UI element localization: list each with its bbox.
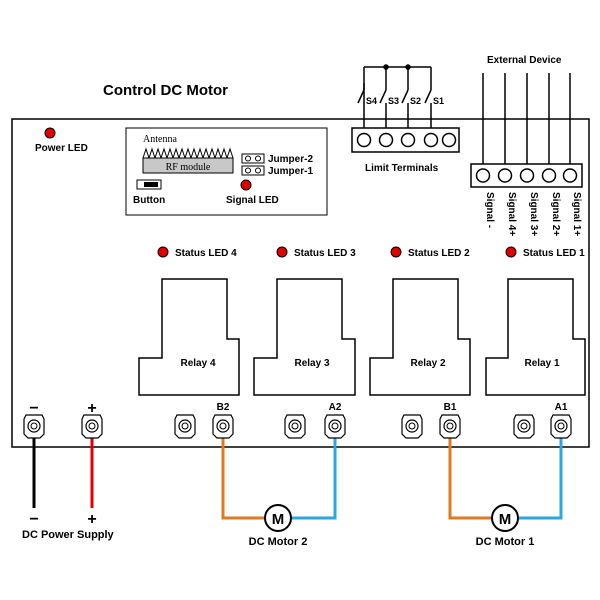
status-led-3-label: Status LED 3 [294, 248, 356, 259]
signal-terminal[interactable] [541, 168, 557, 183]
signal-led [240, 179, 252, 191]
relay-1 [485, 278, 586, 396]
relay-4-label: Relay 4 [180, 358, 215, 369]
jumper-1-label: Jumper-1 [268, 166, 313, 177]
terminal-a1[interactable] [550, 414, 572, 439]
signal-terminal[interactable] [562, 168, 578, 183]
limit-terminal[interactable] [423, 132, 439, 148]
relay-3-label: Relay 3 [294, 358, 329, 369]
signal-3-label: Signal 3+ [528, 192, 539, 236]
antenna-label: Antenna [143, 134, 177, 145]
status-led-2-label: Status LED 2 [408, 248, 470, 259]
terminal-b1-label: B1 [444, 402, 457, 413]
signal-2-label: Signal 2+ [550, 192, 561, 236]
jumper-1[interactable] [241, 165, 265, 176]
terminal-minus-label: − [29, 400, 38, 417]
external-device-label: External Device [487, 55, 562, 66]
supply-minus-label: − [29, 511, 38, 528]
jumper-2[interactable] [241, 153, 265, 164]
limit-terminals-label: Limit Terminals [365, 163, 439, 174]
terminal-b2-label: B2 [217, 402, 230, 413]
power-led-label: Power LED [35, 143, 88, 154]
status-led-4-label: Status LED 4 [175, 248, 237, 259]
rf-module-label: RF module [166, 162, 211, 173]
status-led-1 [505, 246, 517, 258]
dc-power-supply-label: DC Power Supply [22, 529, 115, 541]
switch-s3-label: S3 [388, 96, 399, 106]
dc-motor-2-label: DC Motor 2 [249, 536, 308, 548]
dc-motor-2-icon: M [264, 504, 292, 532]
supply-plus-label: + [87, 511, 96, 528]
relay-1-label: Relay 1 [524, 358, 559, 369]
terminal-unused[interactable] [284, 414, 306, 439]
svg-text:M: M [499, 511, 512, 528]
status-led-1-label: Status LED 1 [523, 248, 585, 259]
signal-terminal[interactable] [519, 168, 535, 183]
terminal-unused[interactable] [401, 414, 423, 439]
status-led-4 [157, 246, 169, 258]
relay-3 [253, 278, 356, 396]
status-led-3 [276, 246, 288, 258]
antenna-icon [142, 147, 234, 160]
dc-motor-1-icon: M [491, 504, 519, 532]
switch-s2-label: S2 [410, 96, 421, 106]
relay-4 [138, 278, 240, 396]
switch-s1-label: S1 [433, 96, 444, 106]
limit-terminal[interactable] [400, 132, 416, 148]
signal-1-label: Signal 1+ [571, 192, 582, 236]
status-led-2 [390, 246, 402, 258]
button-label: Button [133, 195, 165, 206]
signal-minus-label: Signal - [484, 192, 495, 228]
terminal-plus[interactable] [81, 414, 103, 439]
limit-terminal[interactable] [441, 132, 457, 148]
signal-4-label: Signal 4+ [506, 192, 517, 236]
power-led [44, 127, 56, 139]
limit-terminal[interactable] [356, 132, 372, 148]
diagram-title: Control DC Motor [103, 82, 228, 99]
terminal-a2[interactable] [324, 414, 346, 439]
terminal-minus[interactable] [23, 414, 45, 439]
rf-module [142, 157, 234, 174]
relay-2-label: Relay 2 [410, 358, 445, 369]
motor-1-wires [448, 432, 563, 520]
terminal-b2[interactable] [212, 414, 234, 439]
svg-text:M: M [272, 511, 285, 528]
signal-led-label: Signal LED [226, 195, 279, 206]
terminal-a2-label: A2 [329, 402, 342, 413]
relay-2 [369, 278, 471, 396]
terminal-a1-label: A1 [555, 402, 568, 413]
terminal-unused[interactable] [513, 414, 535, 439]
dc-motor-1-label: DC Motor 1 [476, 536, 535, 548]
limit-terminal[interactable] [378, 132, 394, 148]
signal-terminal[interactable] [475, 168, 491, 183]
external-device-wires [482, 73, 571, 168]
signal-terminal[interactable] [497, 168, 513, 183]
terminal-unused[interactable] [174, 414, 196, 439]
motor-2-wires [221, 432, 337, 520]
learn-button[interactable] [136, 179, 162, 190]
power-wires [32, 432, 94, 508]
terminal-plus-label: + [87, 400, 96, 417]
jumper-2-label: Jumper-2 [268, 154, 313, 165]
switch-s4-label: S4 [366, 96, 377, 106]
terminal-b1[interactable] [439, 414, 461, 439]
